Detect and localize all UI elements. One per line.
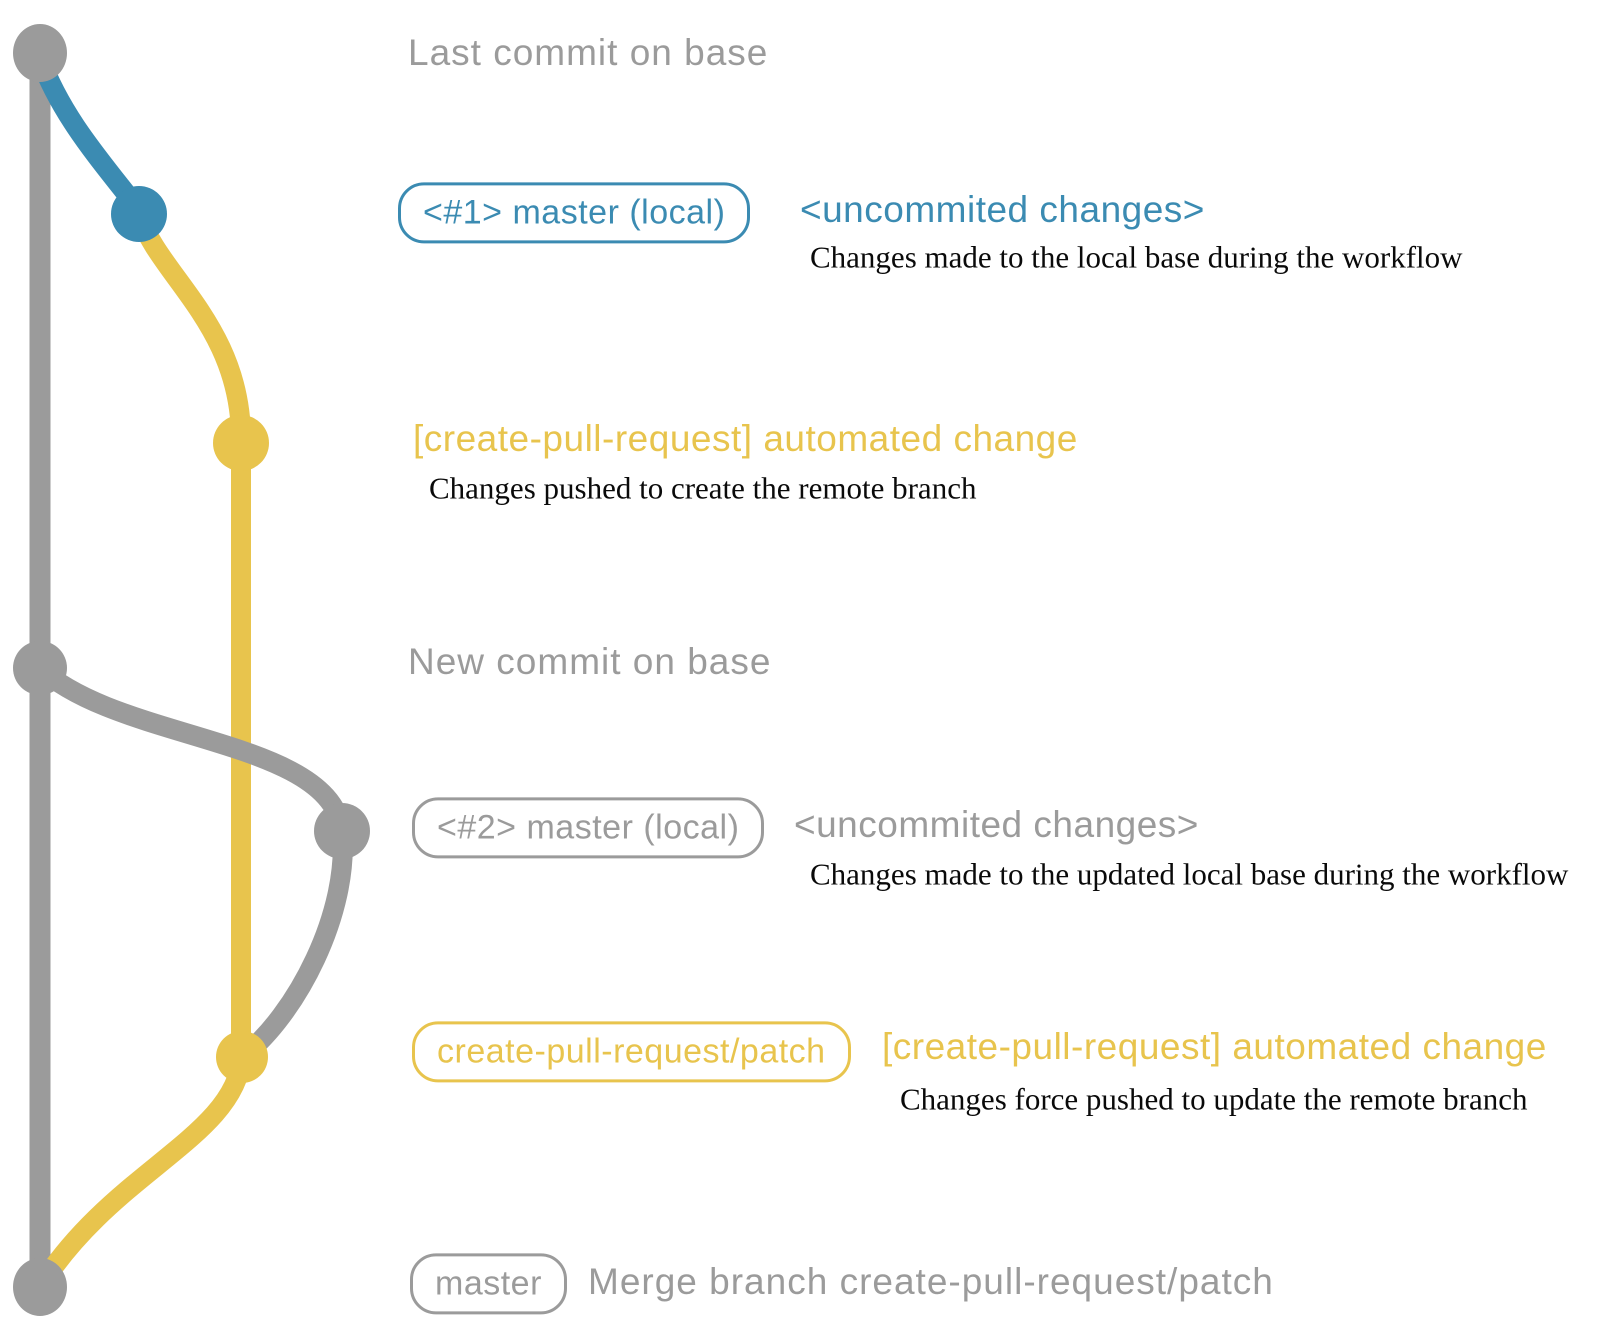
commit-patch-1 — [213, 415, 269, 471]
label-merge-branch: Merge branch create-pull-request/patch — [588, 1261, 1274, 1303]
commit-merge-on-master — [13, 1258, 67, 1316]
local-1-to-patch-branch — [129, 210, 252, 444]
patch-merge-to-master — [31, 1055, 252, 1293]
commit-local-2 — [314, 803, 370, 859]
message-automated-change-2: [create-pull-request] automated change — [882, 1026, 1547, 1068]
commit-patch-2 — [216, 1031, 268, 1083]
badge-master-wrap: master — [410, 1253, 567, 1315]
badge-master: master — [410, 1253, 567, 1315]
badge-patch-branch-wrap: create-pull-request/patch — [412, 1021, 851, 1083]
base-to-local-2 — [33, 660, 352, 834]
local-2-to-patch-merge — [235, 830, 353, 1065]
commit-last-on-base — [13, 24, 67, 82]
annotation-local-base-changes-1: Changes made to the local base during th… — [810, 239, 1463, 275]
message-uncommited-changes-1: <uncommited changes> — [800, 189, 1205, 231]
badge-master-local-2-wrap: <#2> master (local) — [412, 797, 765, 859]
message-automated-change-1: [create-pull-request] automated change — [413, 418, 1078, 460]
annotation-force-pushed-update: Changes force pushed to update the remot… — [900, 1081, 1528, 1117]
message-uncommited-changes-2: <uncommited changes> — [794, 804, 1199, 846]
annotation-local-base-changes-2: Changes made to the updated local base d… — [810, 856, 1569, 892]
annotation-pushed-create-remote: Changes pushed to create the remote bran… — [429, 470, 977, 506]
badge-patch-branch: create-pull-request/patch — [412, 1021, 851, 1083]
branch-out-to-local-1 — [30, 54, 147, 217]
badge-master-local-1: <#1> master (local) — [398, 182, 751, 244]
commit-new-on-base — [13, 641, 67, 695]
label-new-commit-on-base: New commit on base — [408, 641, 772, 683]
label-last-commit-on-base: Last commit on base — [408, 32, 769, 74]
badge-master-local-1-wrap: <#1> master (local) — [398, 182, 751, 244]
badge-master-local-2: <#2> master (local) — [412, 797, 765, 859]
commit-local-1 — [111, 186, 167, 242]
